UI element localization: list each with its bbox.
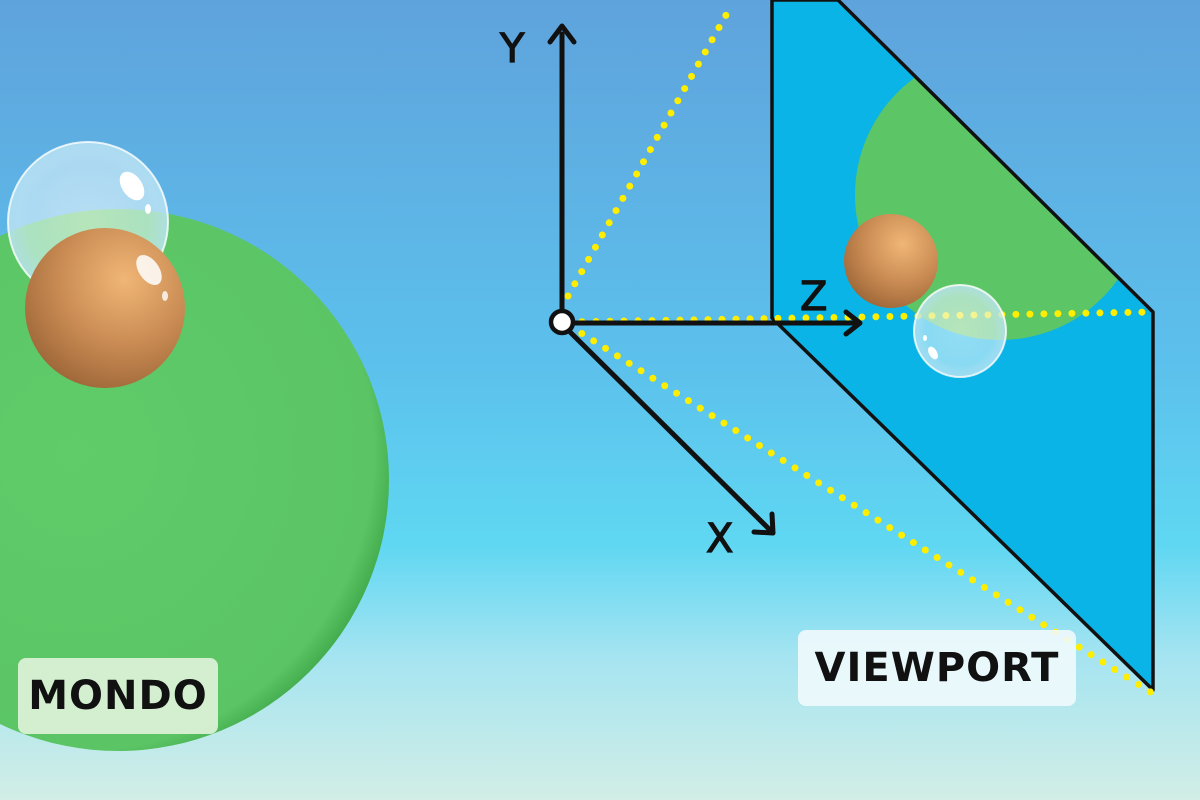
world-ball (25, 228, 185, 388)
z-axis-label: Z (800, 274, 827, 320)
origin-ring-icon (548, 308, 576, 336)
viewport-bubble (913, 284, 1007, 378)
z-axis-arrowhead-icon (843, 309, 863, 337)
y-axis-label: Y (499, 26, 525, 72)
x-axis-line (565, 327, 773, 533)
viewport-ball (844, 214, 938, 308)
viewport-label: VIEWPORT (798, 630, 1076, 706)
x-axis-label: X (706, 516, 733, 562)
world-label: MONDO (18, 658, 218, 734)
coordinate-axes (547, 23, 863, 536)
y-axis-arrowhead-icon (547, 23, 577, 45)
x-axis-arrowhead-icon (751, 511, 776, 536)
